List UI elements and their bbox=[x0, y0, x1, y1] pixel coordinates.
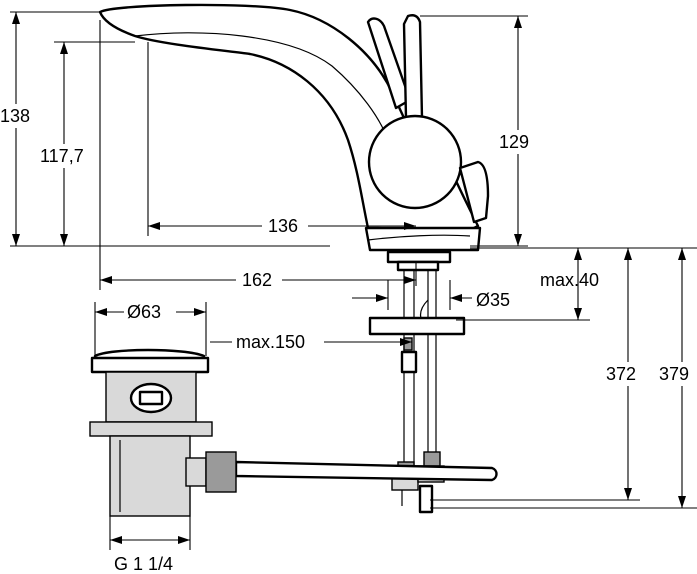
waste-tail bbox=[109, 435, 191, 517]
shank-washer bbox=[396, 260, 440, 272]
spout-inner-curve bbox=[134, 32, 389, 141]
waste-overflow-slot bbox=[138, 390, 164, 406]
label-max-distance: max.150 bbox=[236, 332, 305, 352]
dimension-labels: 138 117,7 129 136 162 Ø63 max.40 Ø35 max… bbox=[0, 104, 697, 574]
label-height-372: 372 bbox=[606, 364, 636, 384]
label-waste-diameter: Ø63 bbox=[127, 302, 161, 322]
waste-flange bbox=[90, 356, 210, 374]
connector-right-top bbox=[423, 451, 441, 467]
label-max-deck: max.40 bbox=[540, 270, 599, 290]
label-height-spout: 117,7 bbox=[40, 146, 84, 166]
popup-waste bbox=[89, 348, 237, 517]
label-thread: G 1 1/4 bbox=[114, 554, 173, 574]
waste-lower-flange bbox=[89, 421, 213, 437]
pull-rod bbox=[234, 460, 498, 482]
faucet-lever-stem bbox=[402, 14, 424, 120]
waste-side-connector bbox=[185, 457, 207, 487]
label-height-total: 138 bbox=[0, 106, 30, 126]
faucet-shank bbox=[234, 250, 498, 514]
rod-end bbox=[418, 484, 434, 514]
waste-side-nut bbox=[205, 451, 237, 493]
label-reach-total: 162 bbox=[242, 270, 272, 290]
faucet-base-detail bbox=[367, 234, 471, 241]
deck-plate bbox=[386, 250, 452, 264]
faucet-base bbox=[364, 226, 482, 252]
faucet-cartridge-circle bbox=[367, 114, 463, 210]
faucet-rear-knob bbox=[458, 160, 490, 224]
label-reach-spout: 136 bbox=[268, 216, 298, 236]
label-height-lever: 129 bbox=[499, 132, 529, 152]
label-height-379: 379 bbox=[659, 364, 689, 384]
fixing-plate bbox=[368, 316, 466, 336]
fixing-bolt bbox=[400, 350, 418, 374]
label-hole-diameter: Ø35 bbox=[476, 290, 510, 310]
faucet-body bbox=[98, 3, 490, 252]
